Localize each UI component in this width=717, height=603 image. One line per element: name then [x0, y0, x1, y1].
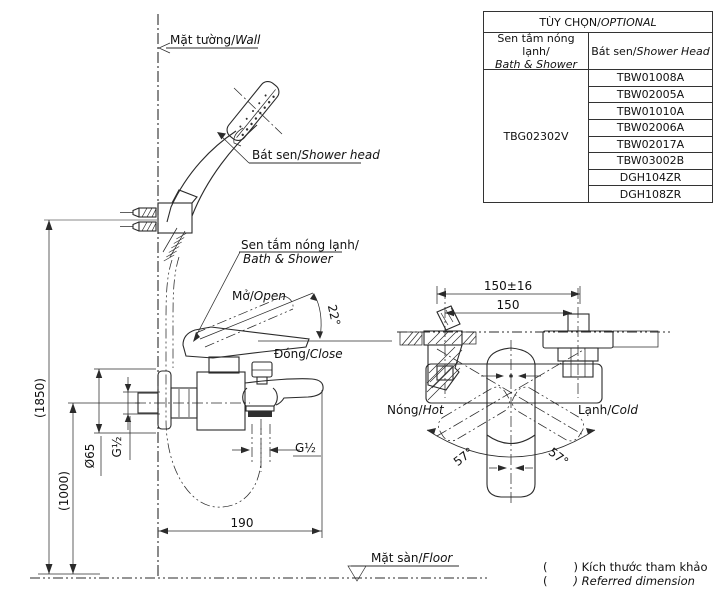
- dim-center-distance: 150: [445, 298, 572, 317]
- mixer-body-plan: [425, 363, 603, 404]
- shower-head-label: Bát sen/Shower head: [217, 132, 380, 164]
- bracket-screw-top: [120, 207, 157, 218]
- shower-head: [166, 80, 283, 223]
- escutcheon-flange: [157, 370, 172, 430]
- mixer-body: [196, 371, 246, 431]
- svg-text:(1000): (1000): [57, 471, 71, 511]
- reference-note: () Kích thước tham khảo () Referred dime…: [543, 560, 707, 588]
- mixer-label: Sen tắm nóng lạnh/ Bath & Shower: [193, 238, 360, 342]
- col1-header: Sen tắm nóng lạnh/ Bath & Shower: [484, 32, 589, 71]
- outlet-bell: [242, 387, 278, 407]
- table-row: TBW02017A: [589, 137, 712, 154]
- close-label: Đóng/Close: [274, 347, 343, 361]
- svg-text:Bath & Shower: Bath & Shower: [243, 252, 334, 266]
- open-ray: [199, 292, 314, 340]
- svg-text:57°: 57°: [546, 445, 571, 469]
- svg-text:Sen tắm nóng lạnh/: Sen tắm nóng lạnh/: [241, 238, 360, 252]
- floor: Mặt sàn/Floor: [30, 551, 490, 582]
- dim-spout-height: (1000): [57, 402, 140, 574]
- lever-open-phantom: [195, 295, 294, 348]
- table-body: TBG02302V TBW01008A TBW02005A TBW01010A …: [484, 70, 712, 202]
- mixer-side-view: [135, 326, 324, 472]
- hot-fitting: [423, 305, 463, 391]
- svg-text:150: 150: [497, 298, 520, 312]
- svg-text:Ø65: Ø65: [83, 444, 97, 469]
- svg-text:190: 190: [231, 516, 254, 530]
- dim-spout-depth: 190: [158, 390, 323, 538]
- wall-section-hatch: [399, 330, 659, 348]
- diverter-knob: [251, 361, 273, 378]
- shower-head-centerline: [233, 87, 283, 135]
- hose-loop: [165, 259, 262, 508]
- rotation-arrows: [481, 373, 541, 379]
- shower-bracket: [120, 189, 198, 234]
- dim-center-tolerance: 150±16: [436, 279, 581, 304]
- note-line-en: () Referred dimension: [543, 574, 695, 588]
- table-row: TBW01010A: [589, 103, 712, 120]
- hot-label: Nóng/Hot: [387, 403, 445, 417]
- cartridge-neck: [208, 356, 240, 374]
- dim-outlet-thread: G½: [232, 441, 321, 457]
- dim-wall-thread: G½: [110, 377, 160, 460]
- wall-label: Mặt tường/Wall: [158, 33, 261, 54]
- bracket-screw-bottom: [120, 221, 157, 232]
- svg-text:150±16: 150±16: [484, 279, 532, 293]
- table-row: TBW03002B: [589, 153, 712, 170]
- table-row: TBW02006A: [589, 120, 712, 137]
- wall-label-text: Mặt tường/Wall: [170, 33, 261, 47]
- table-title: TÙY CHỌN/OPTIONAL: [484, 12, 712, 33]
- handle-inner-edge: [191, 124, 258, 217]
- model-cell: TBG02302V: [484, 70, 589, 202]
- aerator-ring: [248, 411, 272, 417]
- svg-text:G½: G½: [110, 437, 124, 458]
- svg-text:G½: G½: [295, 441, 316, 455]
- svg-text:Bát sen/Shower head: Bát sen/Shower head: [252, 148, 380, 162]
- open-close-annotation: 22° Mở/Open Đóng/Close: [195, 289, 392, 361]
- open-angle-dim: 22°: [325, 303, 343, 327]
- dim-flange-diameter: Ø65: [83, 368, 156, 476]
- cold-label: Lạnh/Cold: [578, 403, 638, 417]
- col2-header: Bát sen/Shower Head: [591, 44, 710, 58]
- table-row: TBW02005A: [589, 87, 712, 104]
- handle-phantom-left: [438, 386, 510, 442]
- table-header-row: Sen tắm nóng lạnh/ Bath & Shower Bát sen…: [484, 32, 712, 71]
- svg-text:(1850): (1850): [33, 378, 47, 418]
- table-row: DGH104ZR: [589, 170, 712, 187]
- optional-table: TÙY CHỌN/OPTIONAL Sen tắm nóng lạnh/ Bat…: [483, 11, 713, 203]
- floor-label: Mặt sàn/Floor: [371, 551, 453, 565]
- handle-phantom-right: [512, 386, 584, 442]
- table-row: DGH108ZR: [619, 187, 682, 201]
- open-label: Mở/Open: [232, 289, 286, 303]
- note-line-vi: () Kích thước tham khảo: [543, 560, 708, 574]
- handle-outer-edge: [166, 130, 237, 223]
- table-row: TBW01008A: [589, 70, 712, 87]
- handle-swing-diagonals: [436, 348, 586, 437]
- shower-hose: [162, 227, 262, 508]
- svg-text:57°: 57°: [451, 445, 476, 469]
- plan-view: 150±16 150: [387, 279, 672, 505]
- dim-total-height: (1850): [33, 219, 158, 574]
- spout: [244, 378, 324, 406]
- lever-closed: [182, 326, 310, 359]
- floor-datum-triangle: [347, 565, 367, 582]
